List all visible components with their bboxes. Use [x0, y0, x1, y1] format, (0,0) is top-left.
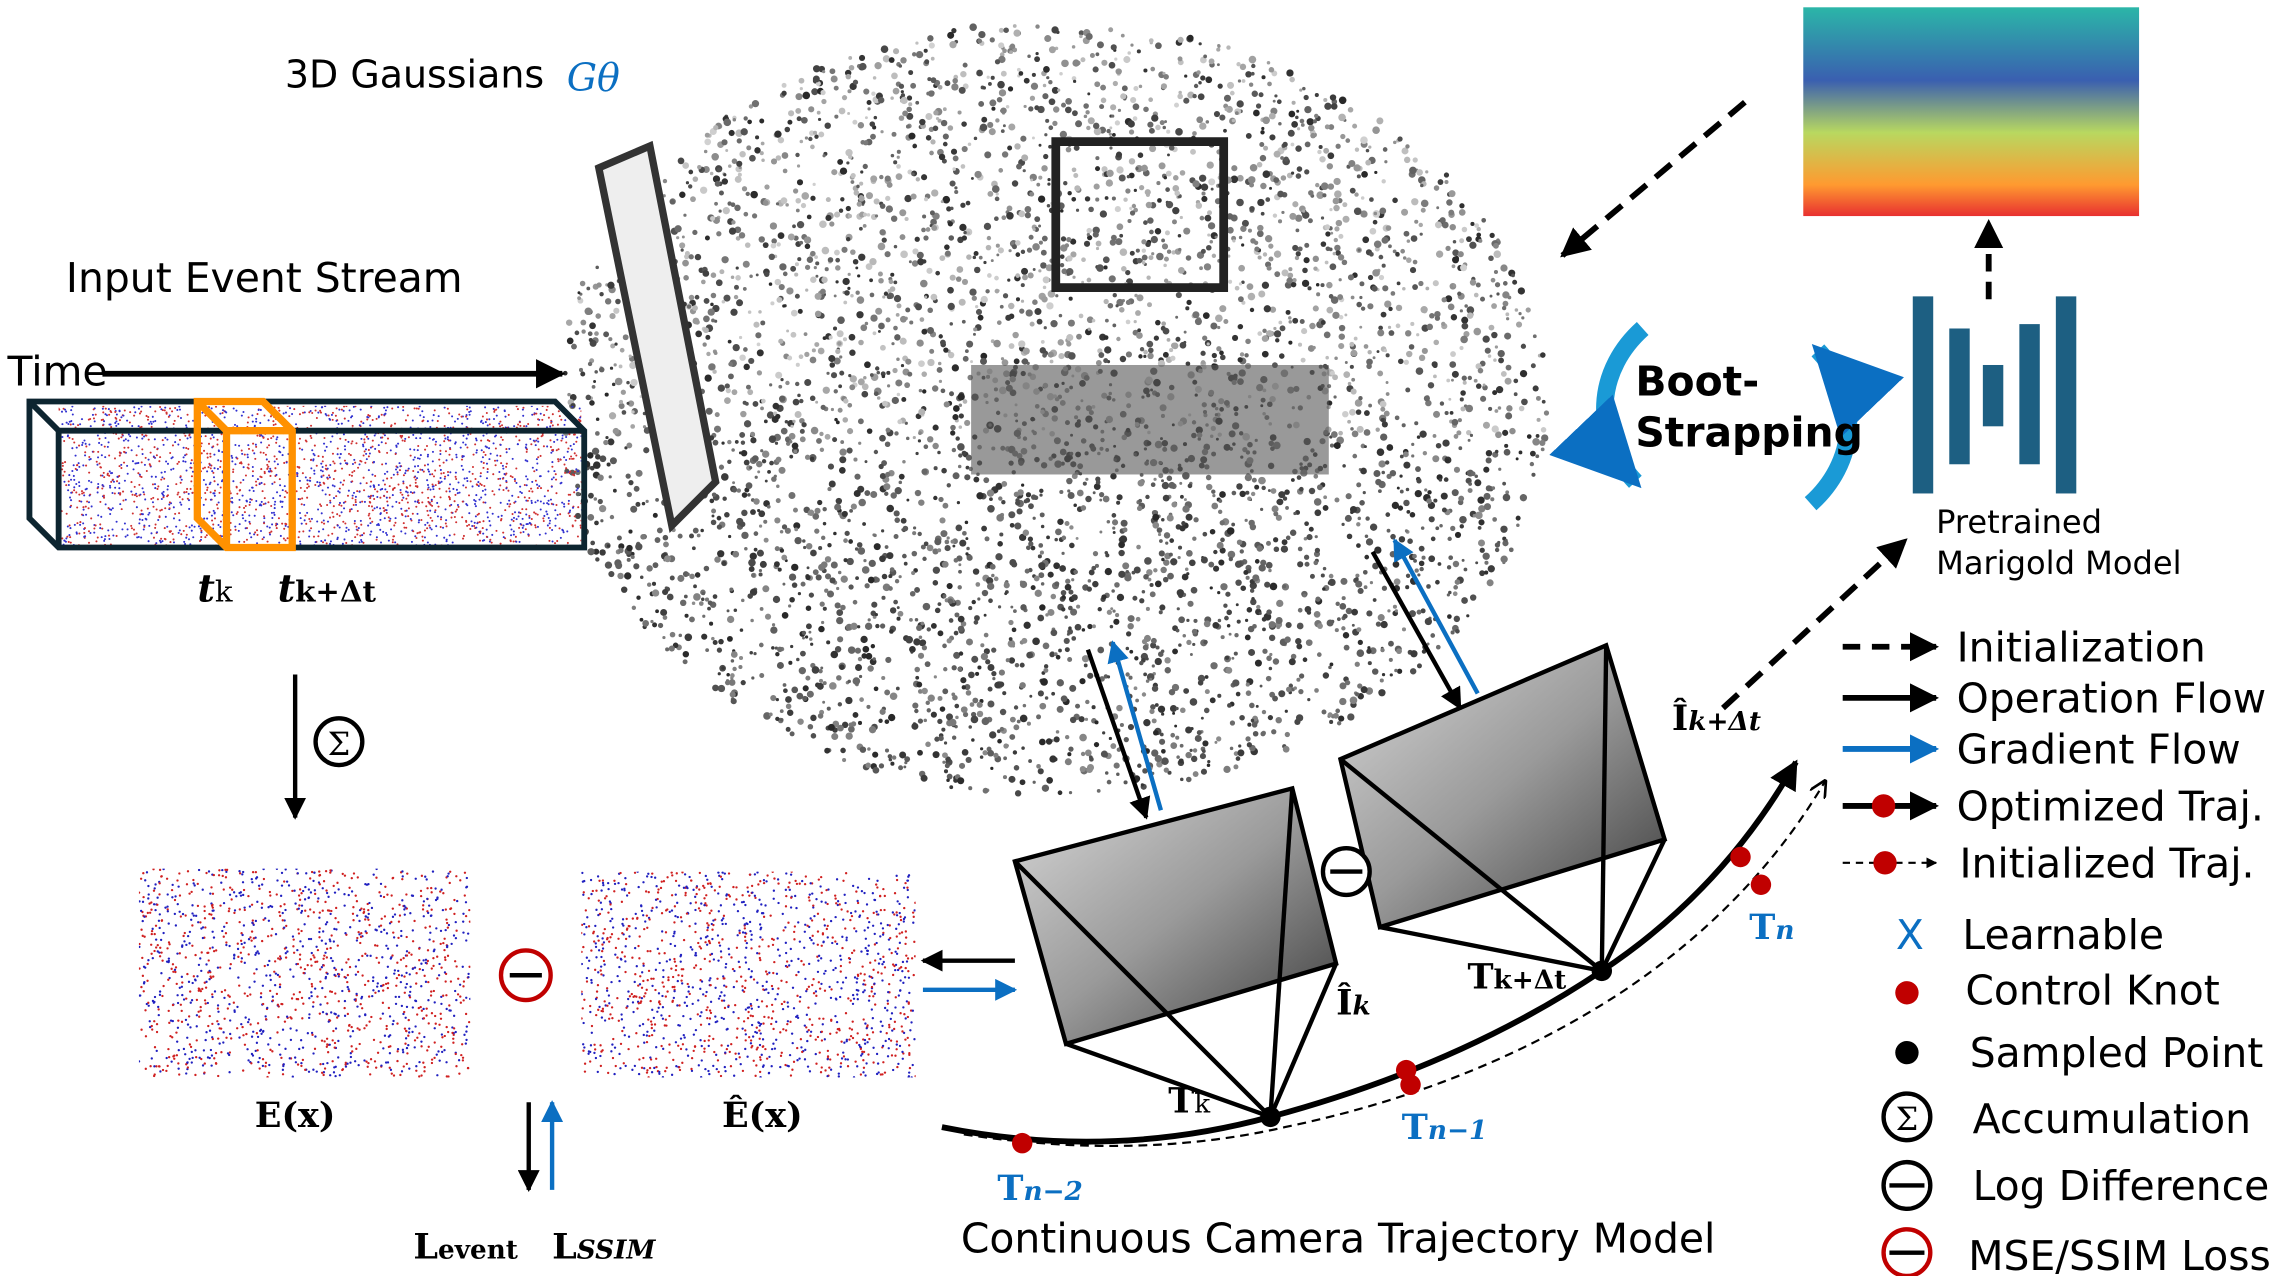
init-arrow-to-gaussians	[1560, 99, 1747, 258]
T-n2-label: Tn−2	[997, 1168, 1082, 1209]
gaussians-symbol: Gθ	[567, 56, 620, 100]
time-label: Time	[7, 347, 108, 395]
gradient-arrow-kdt	[1392, 538, 1480, 695]
render-arrow-kdt	[1370, 550, 1463, 710]
trajectory-model-label: Continuous Camera Trajectory Model	[961, 1215, 1716, 1263]
t-kdt-label: tk+Δt	[278, 566, 377, 611]
l-event-label: Levent	[413, 1226, 518, 1267]
T-n1-label: Tn−1	[1402, 1107, 1487, 1148]
event-image-e	[138, 868, 471, 1078]
sigma-glyph: Σ	[328, 725, 351, 763]
cloud-dresser	[971, 364, 1329, 475]
event-image-e-hat	[581, 871, 916, 1078]
init-arrow-to-marigold	[1721, 538, 1908, 711]
bootstrapping-label-1: Boot-	[1635, 358, 1759, 406]
input-stream-label: Input Event Stream	[66, 254, 463, 302]
red-dot-icon	[1895, 981, 1919, 1005]
event-stream-box	[26, 398, 588, 551]
i-hat-kdt-label: Îk+Δt	[1672, 697, 1761, 739]
event-stream-dots	[58, 405, 582, 548]
camera-frustum-kdt	[1337, 642, 1668, 974]
T-kdt-label: Tk+Δt	[1467, 956, 1566, 997]
sampled-point-k	[1260, 1106, 1281, 1128]
marigold-label-1: Pretrained	[1936, 503, 2102, 541]
T-n-label: Tn	[1749, 907, 1794, 948]
bootstrapping-cycle-icon	[1549, 321, 1904, 511]
sigma-circle-icon	[313, 716, 365, 768]
i-hat-k-label: Îk	[1336, 982, 1371, 1024]
mse-ssim-loss-icon	[498, 948, 553, 1003]
l-ssim-label: LSSIM	[552, 1226, 656, 1267]
cloud-window	[1051, 137, 1229, 292]
black-dot-icon	[1895, 1040, 1919, 1065]
depth-map-image	[1803, 7, 2140, 217]
bootstrapping-label-2: Strapping	[1635, 409, 1863, 457]
e-x-label: E(x)	[255, 1095, 336, 1136]
t-k-label: tk	[197, 566, 233, 611]
camera-frustum-k	[1012, 785, 1339, 1119]
optimized-trajectory	[941, 759, 1799, 1145]
gaussians-label: 3D Gaussians	[285, 53, 544, 97]
marigold-label-2: Marigold Model	[1936, 544, 2181, 582]
red-minus-circle-icon	[1881, 1227, 1933, 1276]
gradient-arrow-k	[1107, 640, 1164, 811]
sigma-circle-icon	[1881, 1091, 1933, 1143]
sampled-point-kdt	[1591, 960, 1613, 982]
marigold-network-icon	[1912, 296, 2077, 494]
control-knots	[1011, 846, 1772, 1154]
event-slice	[193, 397, 296, 552]
render-arrow-k	[1085, 648, 1151, 820]
cloud-door	[594, 140, 720, 533]
legend: Initialization Operation Flow Gradient F…	[1842, 623, 2271, 1276]
e-hat-x-label: Ê(x)	[722, 1094, 803, 1136]
minus-circle-icon	[1881, 1159, 1933, 1212]
x-icon: X	[1896, 911, 1924, 959]
initialized-trajectory	[963, 781, 1825, 1147]
T-k-label: Tk	[1168, 1080, 1211, 1121]
